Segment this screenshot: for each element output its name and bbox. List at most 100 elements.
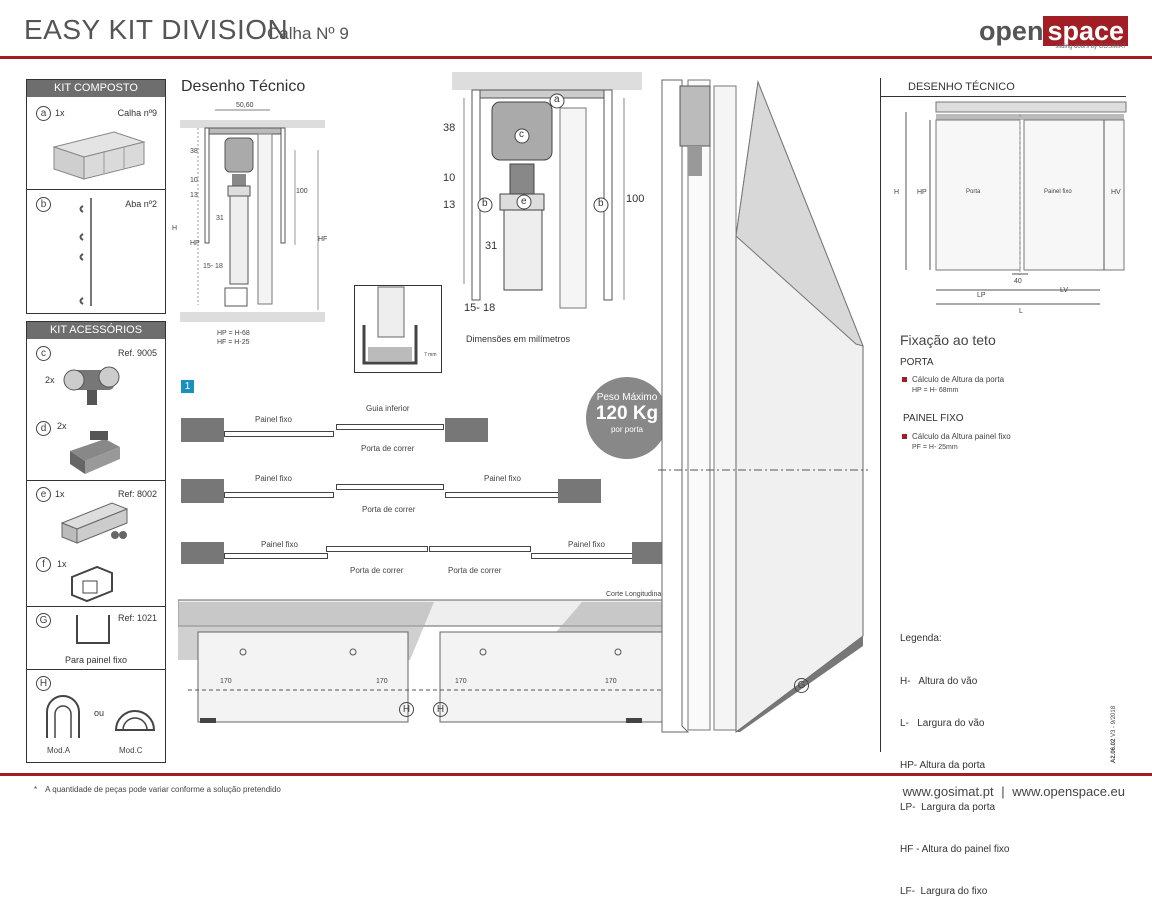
bullet-icon <box>902 434 907 440</box>
name-b: Aba nº2 <box>125 199 157 209</box>
logo-accent: space <box>1043 16 1128 46</box>
dim-38: 38 <box>190 148 198 155</box>
isometric-door <box>658 79 868 734</box>
ref-c: Ref. 9005 <box>117 348 157 358</box>
letter-c: c <box>36 346 51 361</box>
config1-wall-right <box>445 418 488 442</box>
right-porta: Porta <box>966 189 981 195</box>
floor-guide-icon <box>71 565 113 603</box>
qty-e: 1x <box>55 489 65 499</box>
small-section-drawing <box>180 109 325 322</box>
config3-wall-right <box>632 542 667 564</box>
corte-dim-2: 170 <box>376 678 388 685</box>
corte-dim-4: 170 <box>605 678 617 685</box>
right-dim-40: 40 <box>1014 278 1022 285</box>
guide-bracket-icon <box>60 502 129 544</box>
dim-15-18: 15- 18 <box>203 263 223 270</box>
label-b-right: b <box>598 198 604 209</box>
fixacao-painel-heading: PAINEL FIXO <box>903 413 964 424</box>
corte-label-h1: H <box>399 702 414 717</box>
corte-dim-1: 170 <box>220 678 232 685</box>
right-label-hp: HP <box>917 189 927 196</box>
label-b-left: b <box>482 198 488 209</box>
right-divider-top <box>880 96 1126 97</box>
detail-box <box>354 285 442 373</box>
config2-wall-right <box>558 479 601 503</box>
letter-d: d <box>36 421 51 436</box>
config-badge: 1 <box>181 380 194 393</box>
note-text: A quantidade de peças pode variar confor… <box>45 785 281 794</box>
qty-d: 2x <box>57 421 67 431</box>
porta-calc-text: Cálculo de Altura da porta <box>912 375 1005 384</box>
u-profile-icon <box>76 615 110 644</box>
corte-label-h2: H <box>433 702 448 717</box>
fixacao-porta-calc: Cálculo de Altura da porta <box>902 375 1004 384</box>
acc-item-h: H ou Mod.A Mod.C <box>27 669 165 763</box>
logo-main: open <box>978 16 1044 46</box>
config2-panel-right <box>445 492 559 498</box>
iso-label-g: G <box>794 678 809 693</box>
config3-door-right-label: Porta de correr <box>448 566 502 575</box>
label-h-small: H <box>172 225 178 232</box>
dim-large-38: 38 <box>443 122 456 134</box>
letter-e: e <box>36 487 51 502</box>
ref-g: Ref: 1021 <box>117 613 157 623</box>
ref-e: Ref: 8002 <box>117 489 157 499</box>
letter-f: f <box>36 557 51 572</box>
right-lv: LV <box>1060 287 1069 294</box>
acc-item-g: G Ref: 1021 Para painel fixo <box>27 606 165 670</box>
label-hp-small: HP <box>190 240 200 247</box>
config1-panel <box>224 431 334 437</box>
right-label-hv: HV <box>1111 189 1121 196</box>
right-painel-fixo: Painel fixo <box>1044 189 1072 195</box>
url-separator: | <box>1001 784 1005 799</box>
corte-dim-3: 170 <box>455 678 467 685</box>
label-a: a <box>554 94 560 105</box>
fixacao-painel-calc: Cálculo da Altura painel fixo <box>902 432 1011 441</box>
kit-item-a: a 1x Calha nº9 <box>27 97 165 189</box>
note-star: * <box>34 785 38 794</box>
label-e: e <box>521 196 527 207</box>
config1-door-label: Porta de correr <box>361 444 415 453</box>
detail-dim: 7 mm <box>424 352 437 358</box>
right-label-h: H <box>894 189 900 196</box>
url-gosimat[interactable]: www.gosimat.pt <box>902 784 994 799</box>
config1-wall-left <box>181 418 224 442</box>
letter-b: b <box>36 197 51 212</box>
name-a: Calha nº9 <box>117 108 157 118</box>
formula-hp-small: HP = H-68 <box>217 330 250 337</box>
dim-large-100: 100 <box>626 193 645 205</box>
page-subtitle: Calha Nº 9 <box>267 24 349 43</box>
ou-label: ou <box>94 708 105 718</box>
kit-item-b: b Aba nº2 <box>27 189 165 314</box>
config2-fixed-right: Painel fixo <box>484 474 521 483</box>
footer-note: * A quantidade de peças pode variar confo… <box>34 785 281 794</box>
fixacao-painel-formula: PF = H- 25mm <box>912 444 958 451</box>
config1-guide-label: Guia inferior <box>366 404 410 413</box>
config1-door <box>336 424 444 430</box>
config3-fixed-left: Painel fixo <box>261 540 298 549</box>
fixacao-title: Fixação ao teto <box>900 332 996 348</box>
mod-c-icon <box>114 710 156 731</box>
config2-wall-left <box>181 479 224 503</box>
caption-g: Para painel fixo <box>64 655 128 665</box>
mod-a-label: Mod.A <box>47 746 71 755</box>
weight-line1: Peso Máximo <box>596 392 658 403</box>
dim-large-13: 13 <box>443 199 456 211</box>
legenda-item: H- Altura do vão <box>900 676 978 687</box>
dimensions-caption: Dimensões em milímetros <box>466 334 571 344</box>
right-drawing-title: DESENHO TÉCNICO <box>908 81 1015 93</box>
qty-f: 1x <box>57 559 67 569</box>
config3-door-left-label: Porta de correr <box>350 566 404 575</box>
dim-31: 31 <box>216 215 224 222</box>
dim-large-15-18: 15- 18 <box>464 302 496 314</box>
legenda-item: LP- Largura da porta <box>900 802 996 813</box>
legenda-title: Legenda: <box>900 633 942 644</box>
footer-urls: www.gosimat.pt | www.openspace.eu <box>903 784 1125 799</box>
config3-panel-right <box>531 553 634 559</box>
bullet-icon <box>902 377 907 383</box>
url-openspace[interactable]: www.openspace.eu <box>1012 784 1125 799</box>
longitudinal-section <box>178 599 669 723</box>
dim-13: 13 <box>190 192 198 199</box>
